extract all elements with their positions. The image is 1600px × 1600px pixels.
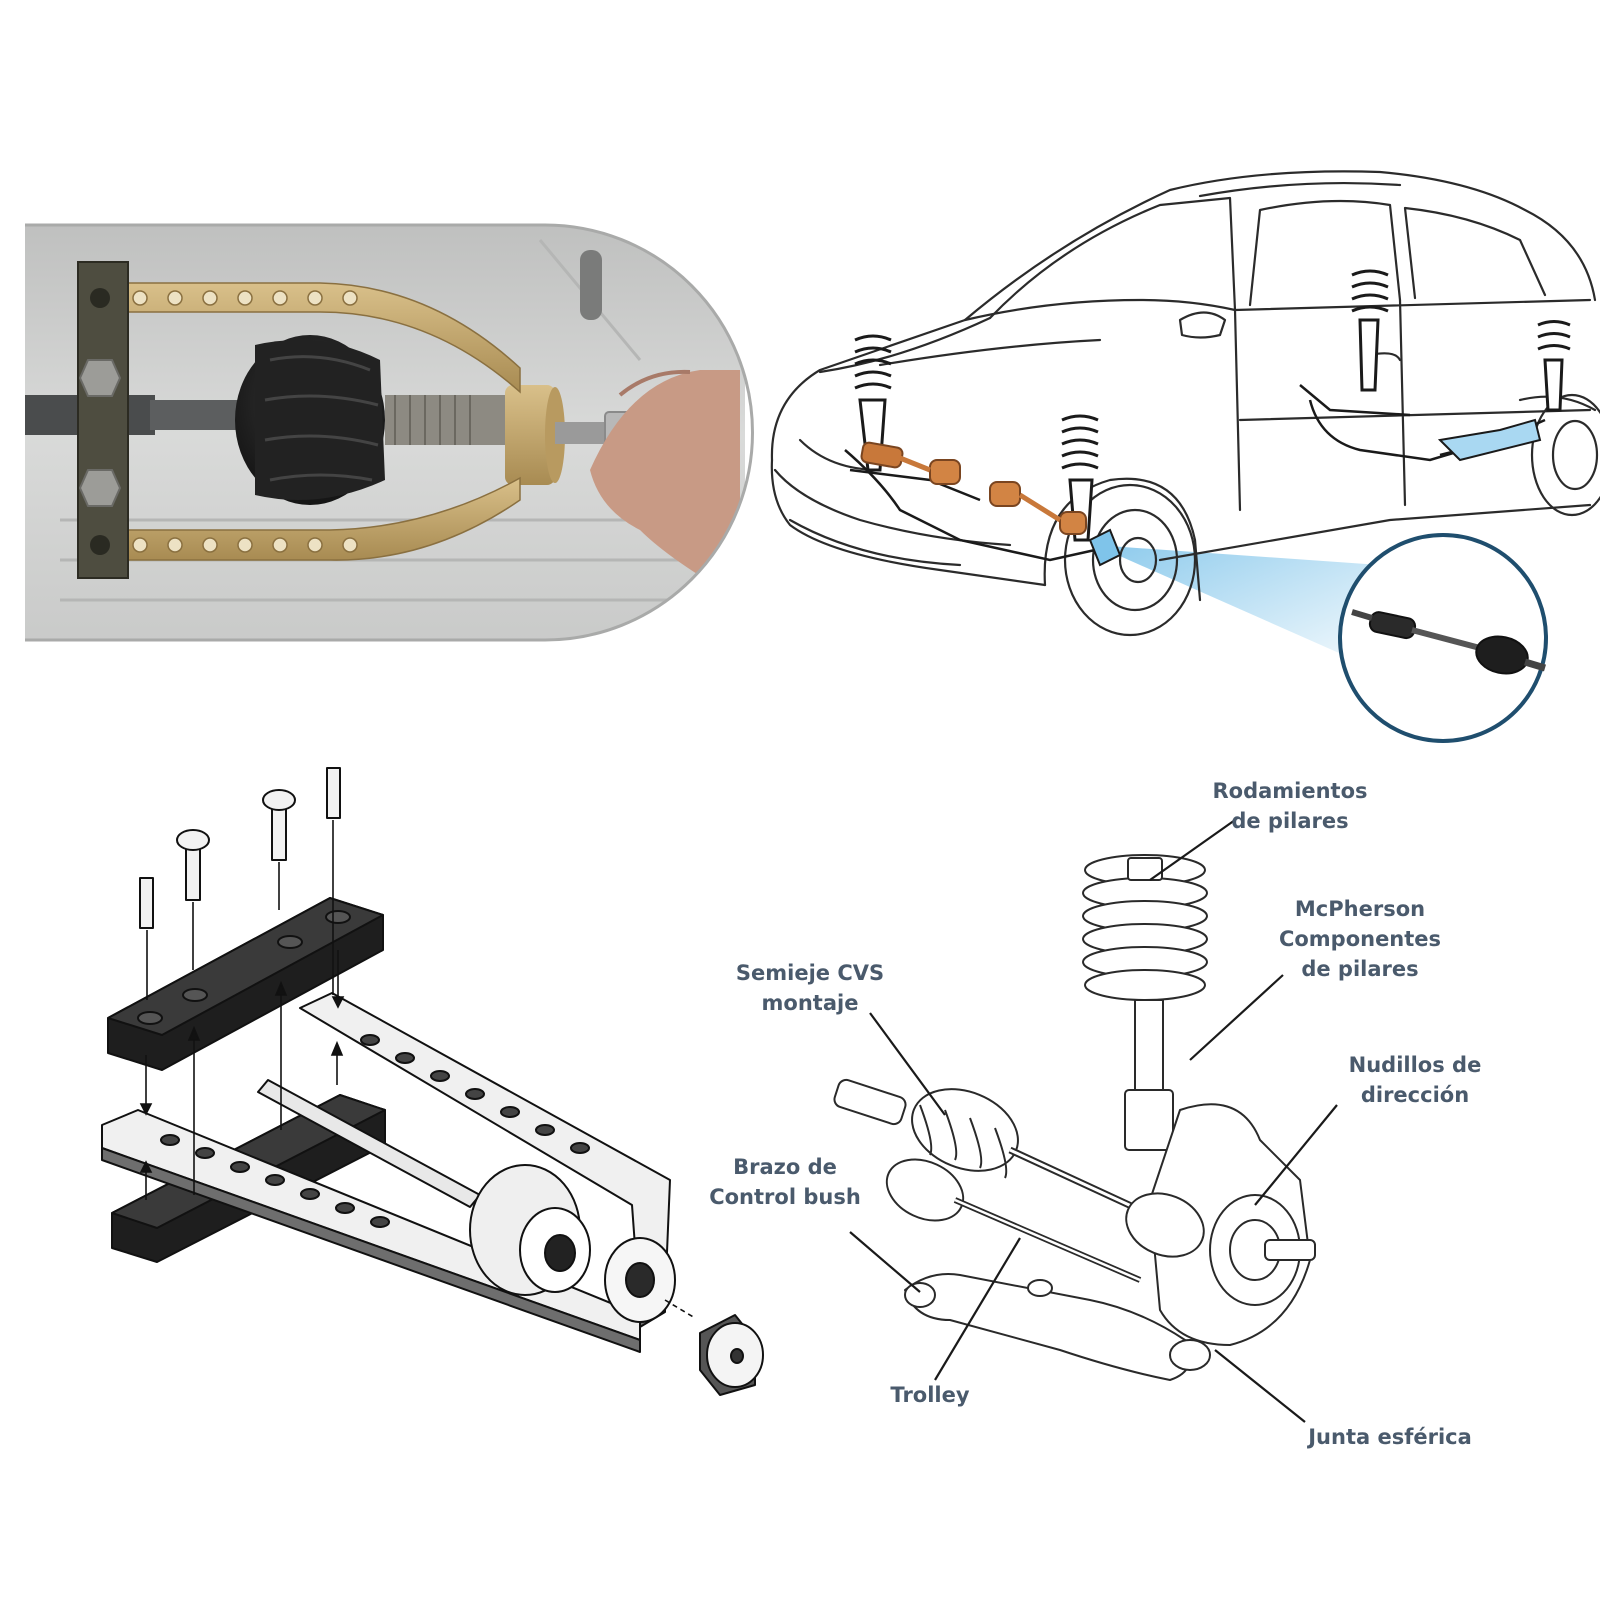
label-line: McPherson xyxy=(1294,897,1426,921)
label-semieje-cvs-montaje: Semieje CVS montaje xyxy=(730,958,890,1018)
label-junta-esferica: Junta esférica xyxy=(1290,1422,1490,1452)
label-line: montaje xyxy=(761,991,859,1015)
label-line: Componentes xyxy=(1278,927,1442,951)
label-line: de pilares xyxy=(1231,809,1349,833)
label-rodamientos-de-pilares: Rodamientos de pilares xyxy=(1210,776,1370,836)
label-line: Semieje CVS xyxy=(735,961,885,985)
label-trolley: Trolley xyxy=(870,1380,990,1410)
label-line: Trolley xyxy=(890,1383,970,1407)
label-line: dirección xyxy=(1360,1083,1470,1107)
label-line: Control bush xyxy=(709,1185,861,1209)
label-line: Junta esférica xyxy=(1308,1425,1472,1449)
label-line: Brazo de xyxy=(733,1155,837,1179)
label-line: de pilares xyxy=(1301,957,1419,981)
label-nudillos-de-direccion: Nudillos de dirección xyxy=(1335,1050,1495,1110)
label-line: Rodamientos xyxy=(1212,779,1368,803)
label-mcpherson-componentes: McPherson Componentes de pilares xyxy=(1275,894,1445,984)
label-brazo-de-control-bush: Brazo de Control bush xyxy=(700,1152,870,1212)
label-line: Nudillos de xyxy=(1348,1053,1482,1077)
